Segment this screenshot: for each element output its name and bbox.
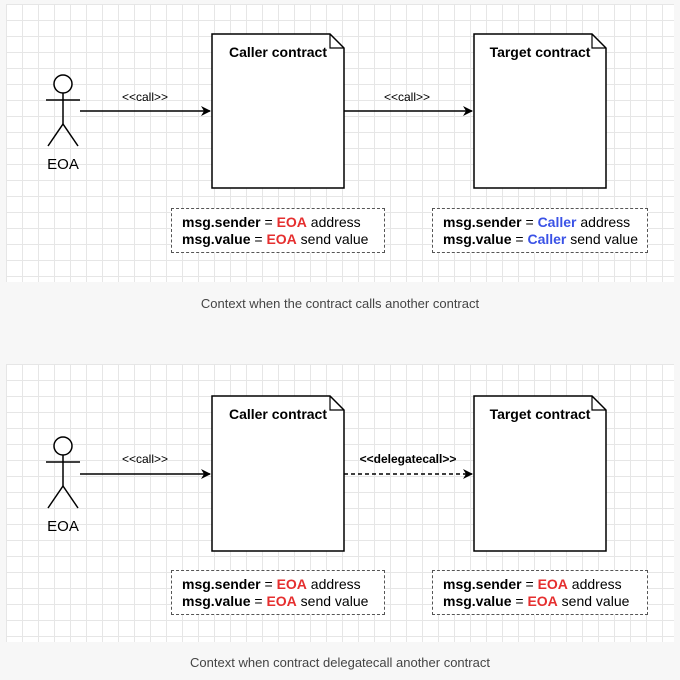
ctx-eq: = (260, 214, 277, 230)
ctx-key: msg.value (443, 593, 512, 609)
caption-call: Context when the contract calls another … (200, 296, 480, 311)
ctx-eq: = (511, 593, 528, 609)
ctx-key: msg.sender (443, 214, 522, 230)
caller-contract-shape-1 (211, 33, 345, 189)
ctx-key: msg.sender (182, 576, 261, 592)
ctx-rest: address (576, 214, 631, 230)
ctx-line: msg.value = EOA send value (182, 593, 376, 610)
call-label-2: <<call>> (383, 90, 431, 104)
ctx-who: EOA (537, 576, 568, 592)
caller-context-box-1: msg.sender = EOA address msg.value = EOA… (171, 208, 385, 253)
ctx-eq: = (521, 214, 538, 230)
ctx-eq: = (260, 576, 277, 592)
ctx-key: msg.sender (182, 214, 261, 230)
actor-label-2: EOA (47, 518, 79, 535)
ctx-who: EOA (266, 593, 297, 609)
ctx-key: msg.value (443, 231, 512, 247)
ctx-rest: address (306, 214, 361, 230)
ctx-line: msg.value = EOA send value (443, 593, 639, 610)
ctx-who: Caller (527, 231, 567, 247)
actor-label-1: EOA (47, 156, 79, 173)
ctx-who: Caller (537, 214, 577, 230)
ctx-line: msg.value = EOA send value (182, 231, 376, 248)
caller-contract-shape-2 (211, 395, 345, 552)
caption-delegatecall: Context when contract delegatecall anoth… (190, 655, 490, 670)
ctx-line: msg.sender = EOA address (182, 576, 376, 593)
ctx-rest: send value (566, 231, 638, 247)
ctx-line: msg.value = Caller send value (443, 231, 639, 248)
ctx-rest: send value (296, 593, 369, 609)
ctx-rest: address (567, 576, 622, 592)
ctx-eq: = (521, 576, 538, 592)
ctx-who: EOA (276, 576, 307, 592)
ctx-rest: send value (296, 231, 369, 247)
target-contract-shape-2 (473, 395, 607, 552)
target-context-box-1: msg.sender = Caller address msg.value = … (432, 208, 648, 253)
ctx-key: msg.value (182, 593, 251, 609)
ctx-line: msg.sender = EOA address (443, 576, 639, 593)
ctx-who: EOA (266, 231, 297, 247)
target-context-box-2: msg.sender = EOA address msg.value = EOA… (432, 570, 648, 615)
ctx-eq: = (250, 593, 267, 609)
target-contract-title-2: Target contract (489, 406, 591, 422)
ctx-line: msg.sender = Caller address (443, 214, 639, 231)
call-label-1: <<call>> (121, 90, 169, 104)
ctx-key: msg.value (182, 231, 251, 247)
ctx-who: EOA (527, 593, 558, 609)
target-contract-shape-1 (473, 33, 607, 189)
ctx-line: msg.sender = EOA address (182, 214, 376, 231)
ctx-who: EOA (276, 214, 307, 230)
ctx-eq: = (511, 231, 528, 247)
target-contract-title-1: Target contract (489, 44, 591, 60)
caller-contract-title-2: Caller contract (228, 406, 328, 422)
caller-context-box-2: msg.sender = EOA address msg.value = EOA… (171, 570, 385, 615)
call-label-3: <<call>> (121, 452, 169, 466)
ctx-key: msg.sender (443, 576, 522, 592)
eoa-actor-1 (46, 74, 80, 147)
ctx-eq: = (250, 231, 267, 247)
eoa-actor-2 (46, 436, 80, 509)
ctx-rest: send value (557, 593, 630, 609)
caller-contract-title-1: Caller contract (228, 44, 328, 60)
delegatecall-label: <<delegatecall>> (359, 452, 457, 466)
ctx-rest: address (306, 576, 361, 592)
